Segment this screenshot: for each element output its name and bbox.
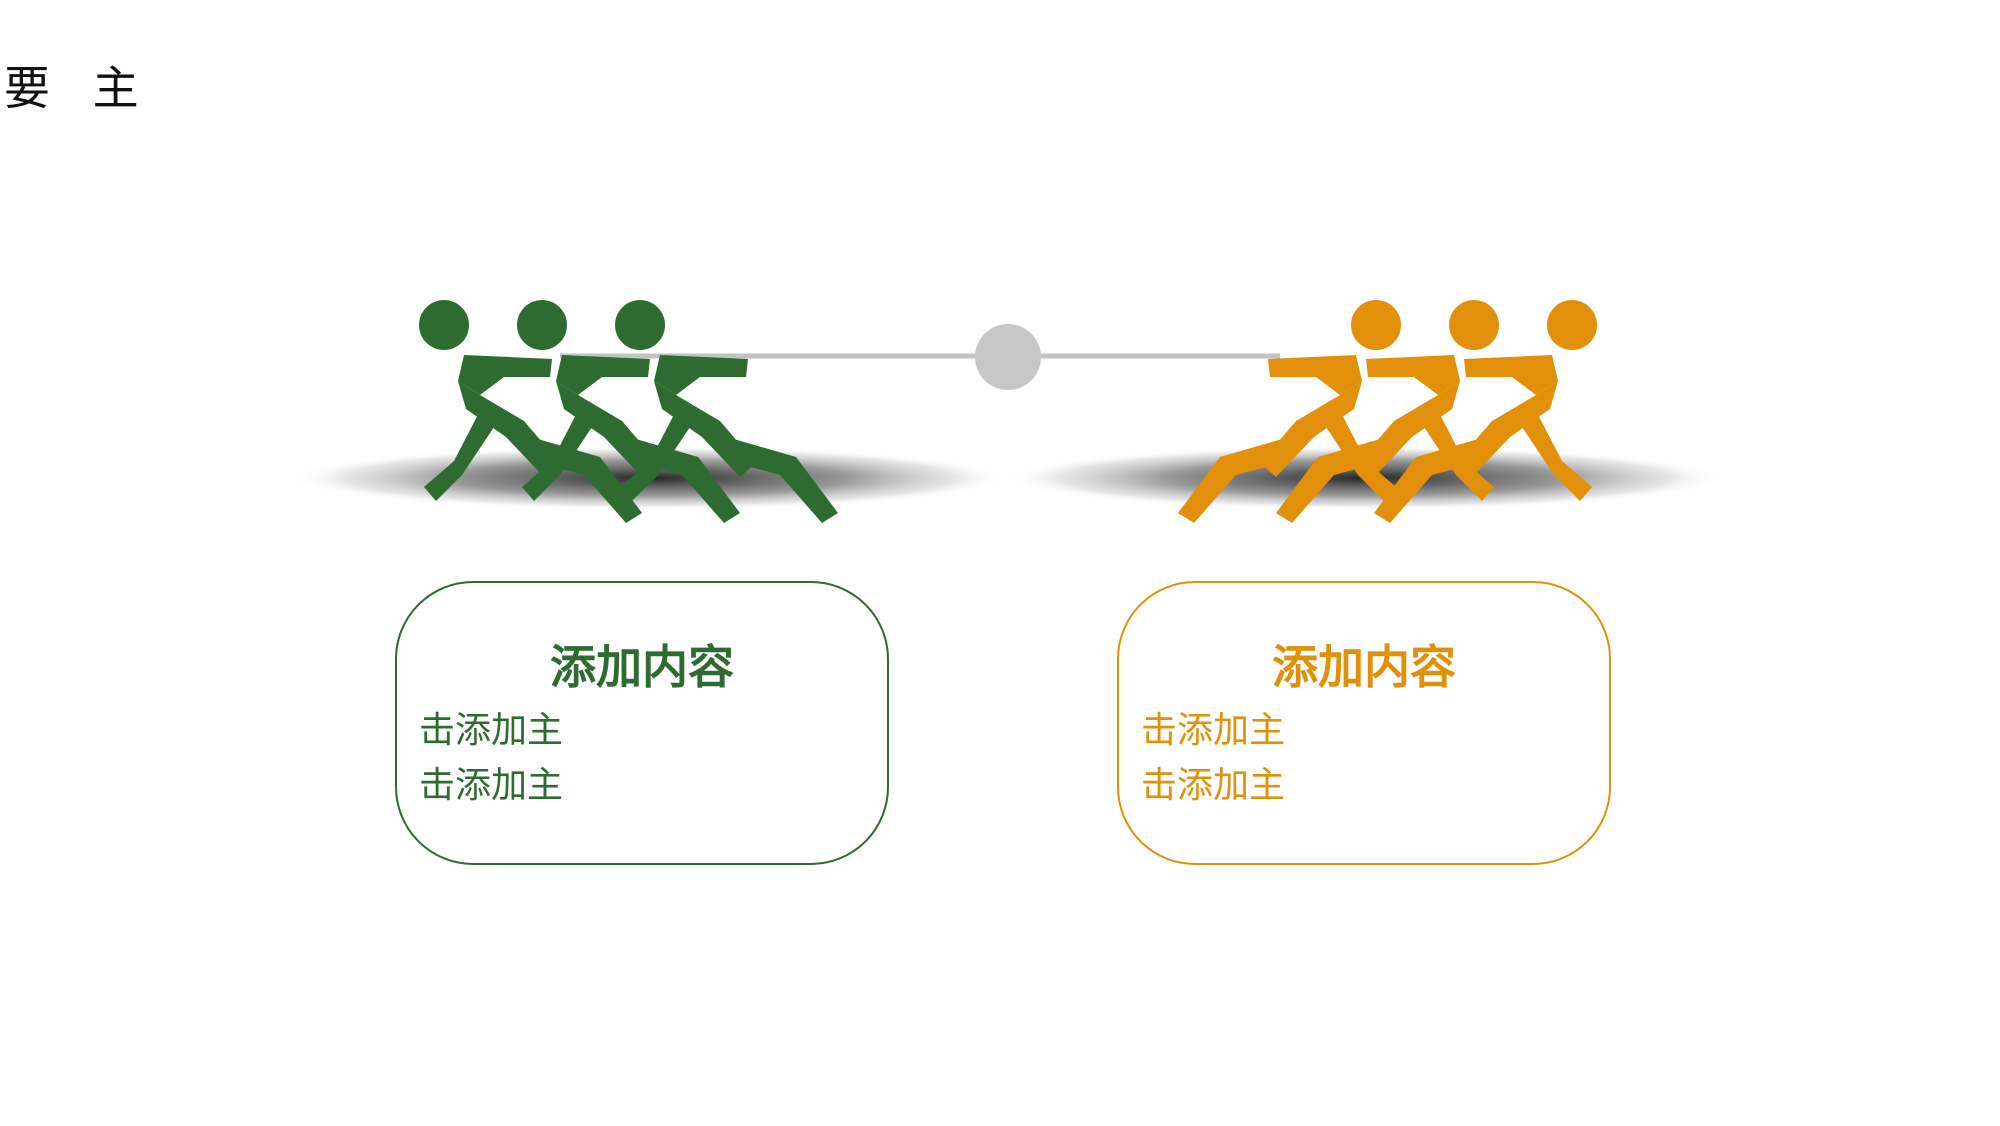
- card-text-line: 击添加主: [419, 765, 564, 806]
- card-title: 添加内容: [1272, 640, 1456, 694]
- left-content-card: 添加内容 击添加主 击添加主: [395, 581, 889, 865]
- card-text-line: 击添加主: [1141, 710, 1286, 751]
- card-text-line: 击添加主: [419, 710, 564, 751]
- right-content-card: 添加内容 击添加主 击添加主: [1117, 581, 1611, 865]
- card-title: 添加内容: [550, 640, 734, 694]
- card-text-line: 击添加主: [1141, 765, 1286, 806]
- rope-knot-icon: [975, 324, 1041, 390]
- slide-title: 要 主: [4, 61, 153, 115]
